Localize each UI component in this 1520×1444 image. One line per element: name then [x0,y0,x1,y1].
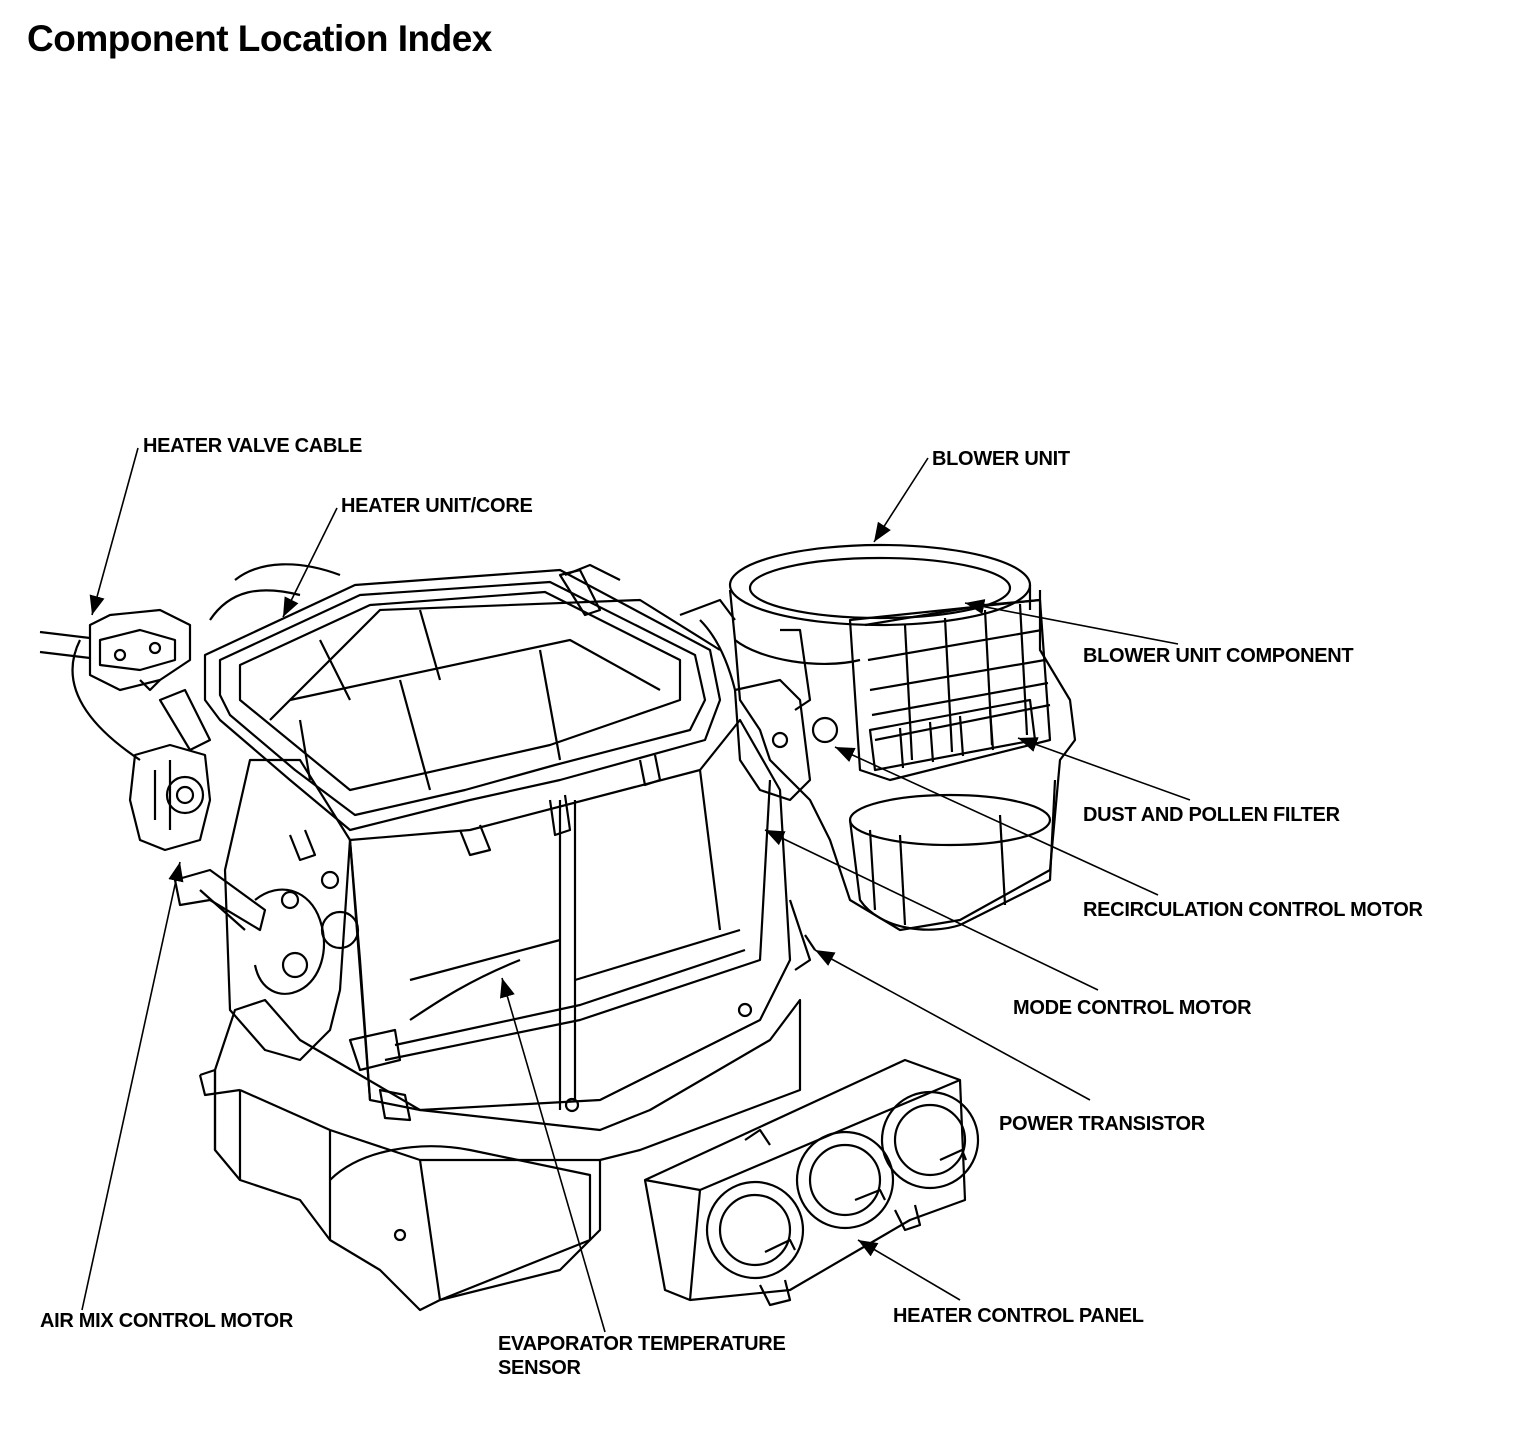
leader-blower-unit-component [965,599,1178,644]
label-mode-control-motor: MODE CONTROL MOTOR [1013,997,1252,1019]
label-evaporator-line1: EVAPORATOR TEMPERATURE [498,1333,786,1355]
label-evaporator-temperature-sensor: EVAPORATOR TEMPERATURE SENSOR [498,1332,786,1380]
heater-control-panel-drawing [645,1060,978,1305]
leader-heater-control-panel [858,1240,960,1300]
leader-mode-control-motor [765,830,1098,990]
leader-evaporator-temp-sensor [499,978,605,1332]
label-heater-control-panel: HEATER CONTROL PANEL [893,1305,1144,1327]
leader-heater-valve-cable [89,448,138,615]
label-heater-valve-cable: HEATER VALVE CABLE [143,435,363,457]
leader-blower-unit [874,458,928,542]
callout-leader-lines [82,448,1190,1332]
blower-unit-drawing [680,545,1075,970]
label-blower-unit-component: BLOWER UNIT COMPONENT [1083,645,1354,667]
leader-power-transistor [815,950,1090,1100]
leader-dust-pollen-filter [1018,738,1190,800]
label-dust-pollen-filter: DUST AND POLLEN FILTER [1083,804,1340,826]
page-title: Component Location Index [27,18,492,59]
label-evaporator-line2: SENSOR [498,1357,581,1379]
label-air-mix-control-motor: AIR MIX CONTROL MOTOR [40,1310,293,1332]
label-recirculation-control-motor: RECIRCULATION CONTROL MOTOR [1083,899,1423,921]
leader-heater-unit-core [283,508,337,617]
leader-air-mix-control-motor [82,862,184,1310]
leader-recirculation-motor [835,747,1158,895]
label-heater-unit-core: HEATER UNIT/CORE [341,495,533,517]
label-blower-unit: BLOWER UNIT [932,448,1070,470]
heater-unit-drawing [40,564,800,1310]
label-power-transistor: POWER TRANSISTOR [999,1113,1205,1135]
